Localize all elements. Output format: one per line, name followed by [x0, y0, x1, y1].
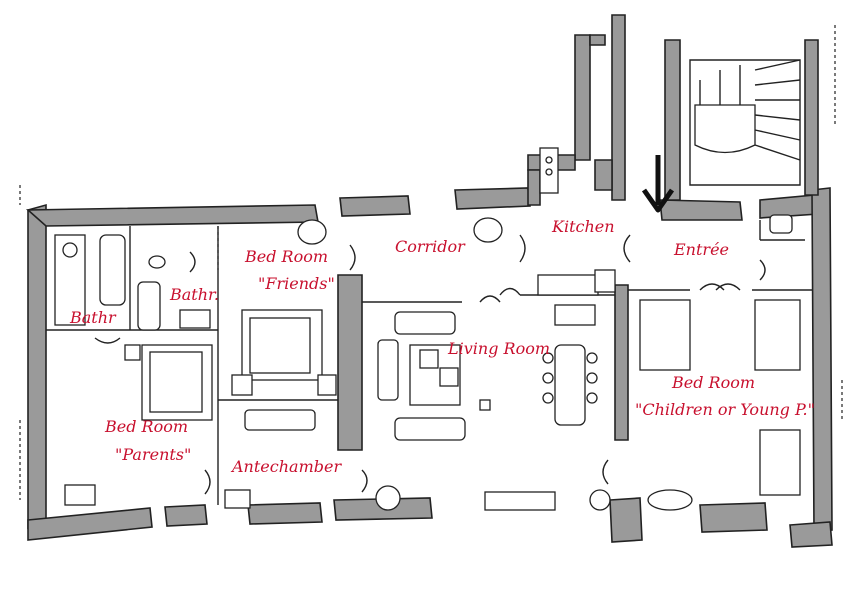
label-living-room: Living Room: [447, 339, 550, 358]
label-bathroom-small: Bathr.: [169, 285, 219, 304]
label-bedroom-children-sub: "Children or Young P.": [635, 400, 815, 419]
arrow-down-icon: [641, 155, 675, 213]
label-bedroom-children-title: Bed Room: [671, 373, 755, 392]
exterior-walls: [25, 14, 833, 548]
label-bedroom-parents-title: Bed Room: [104, 417, 188, 436]
interior-walls: [46, 220, 812, 505]
label-corridor: Corridor: [395, 237, 466, 256]
label-kitchen: Kitchen: [551, 217, 615, 236]
furniture: [54, 59, 801, 511]
door-swings: [94, 234, 766, 495]
label-bedroom-friends-title: Bed Room: [244, 247, 328, 266]
label-entree: Entrée: [673, 240, 729, 259]
label-antechamber: Antechamber: [230, 457, 342, 476]
label-bathroom-left: Bathr: [69, 308, 117, 327]
label-bedroom-friends-sub: "Friends": [258, 274, 335, 293]
room-labels: Bathr Bathr. Bed Room "Friends" Corridor…: [69, 217, 815, 476]
label-bedroom-parents-sub: "Parents": [115, 445, 191, 464]
